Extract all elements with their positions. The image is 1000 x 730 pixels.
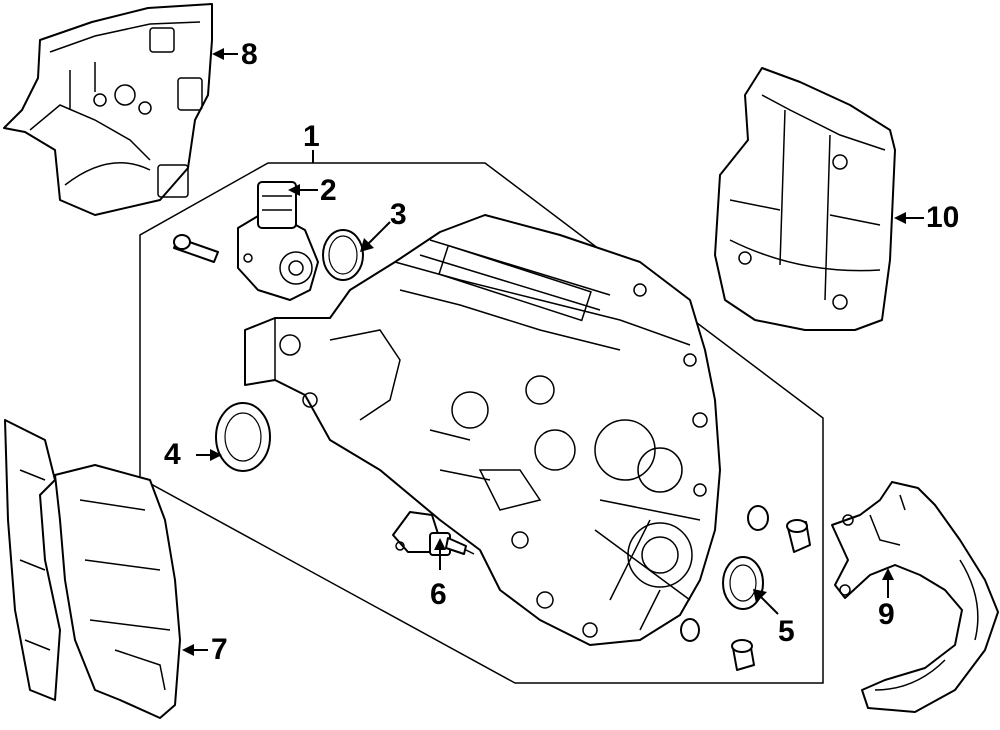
part-8-shield[interactable] xyxy=(3,3,213,216)
callout-10-arrow xyxy=(894,212,906,224)
callout-10: 10 xyxy=(926,201,960,234)
assembly-boundary xyxy=(139,162,824,684)
callout-2: 2 xyxy=(320,174,337,207)
callout-5-leader xyxy=(759,595,779,615)
part-2-actuator[interactable] xyxy=(173,181,319,301)
part-3-o-ring[interactable] xyxy=(322,229,364,281)
callout-9: 9 xyxy=(878,598,895,631)
part-6-sensor[interactable] xyxy=(392,511,475,556)
callout-8-arrow xyxy=(212,48,224,60)
part-1-housing[interactable] xyxy=(244,214,721,646)
callout-5: 5 xyxy=(778,615,795,648)
callout-9-arrow xyxy=(882,568,894,580)
callout-4-arrow xyxy=(210,449,222,461)
callout-7-arrow xyxy=(182,644,194,656)
callout-4: 4 xyxy=(164,438,181,471)
callout-2-arrow xyxy=(288,184,300,196)
callout-6: 6 xyxy=(430,578,447,611)
part-10-shield[interactable] xyxy=(714,67,896,331)
callout-3: 3 xyxy=(390,198,407,231)
part-7-shield[interactable] xyxy=(4,419,181,719)
callout-3-arrow xyxy=(360,238,374,252)
callout-8: 8 xyxy=(241,38,258,71)
callout-7: 7 xyxy=(211,633,228,666)
callout-1: 1 xyxy=(303,120,320,153)
callout-6-arrow xyxy=(434,538,446,550)
callout-3-leader xyxy=(367,221,391,245)
part-4-seal[interactable] xyxy=(215,402,271,472)
part-5-seal[interactable] xyxy=(680,505,811,671)
part-9-shield[interactable] xyxy=(831,481,999,713)
callout-5-arrow xyxy=(753,589,767,603)
